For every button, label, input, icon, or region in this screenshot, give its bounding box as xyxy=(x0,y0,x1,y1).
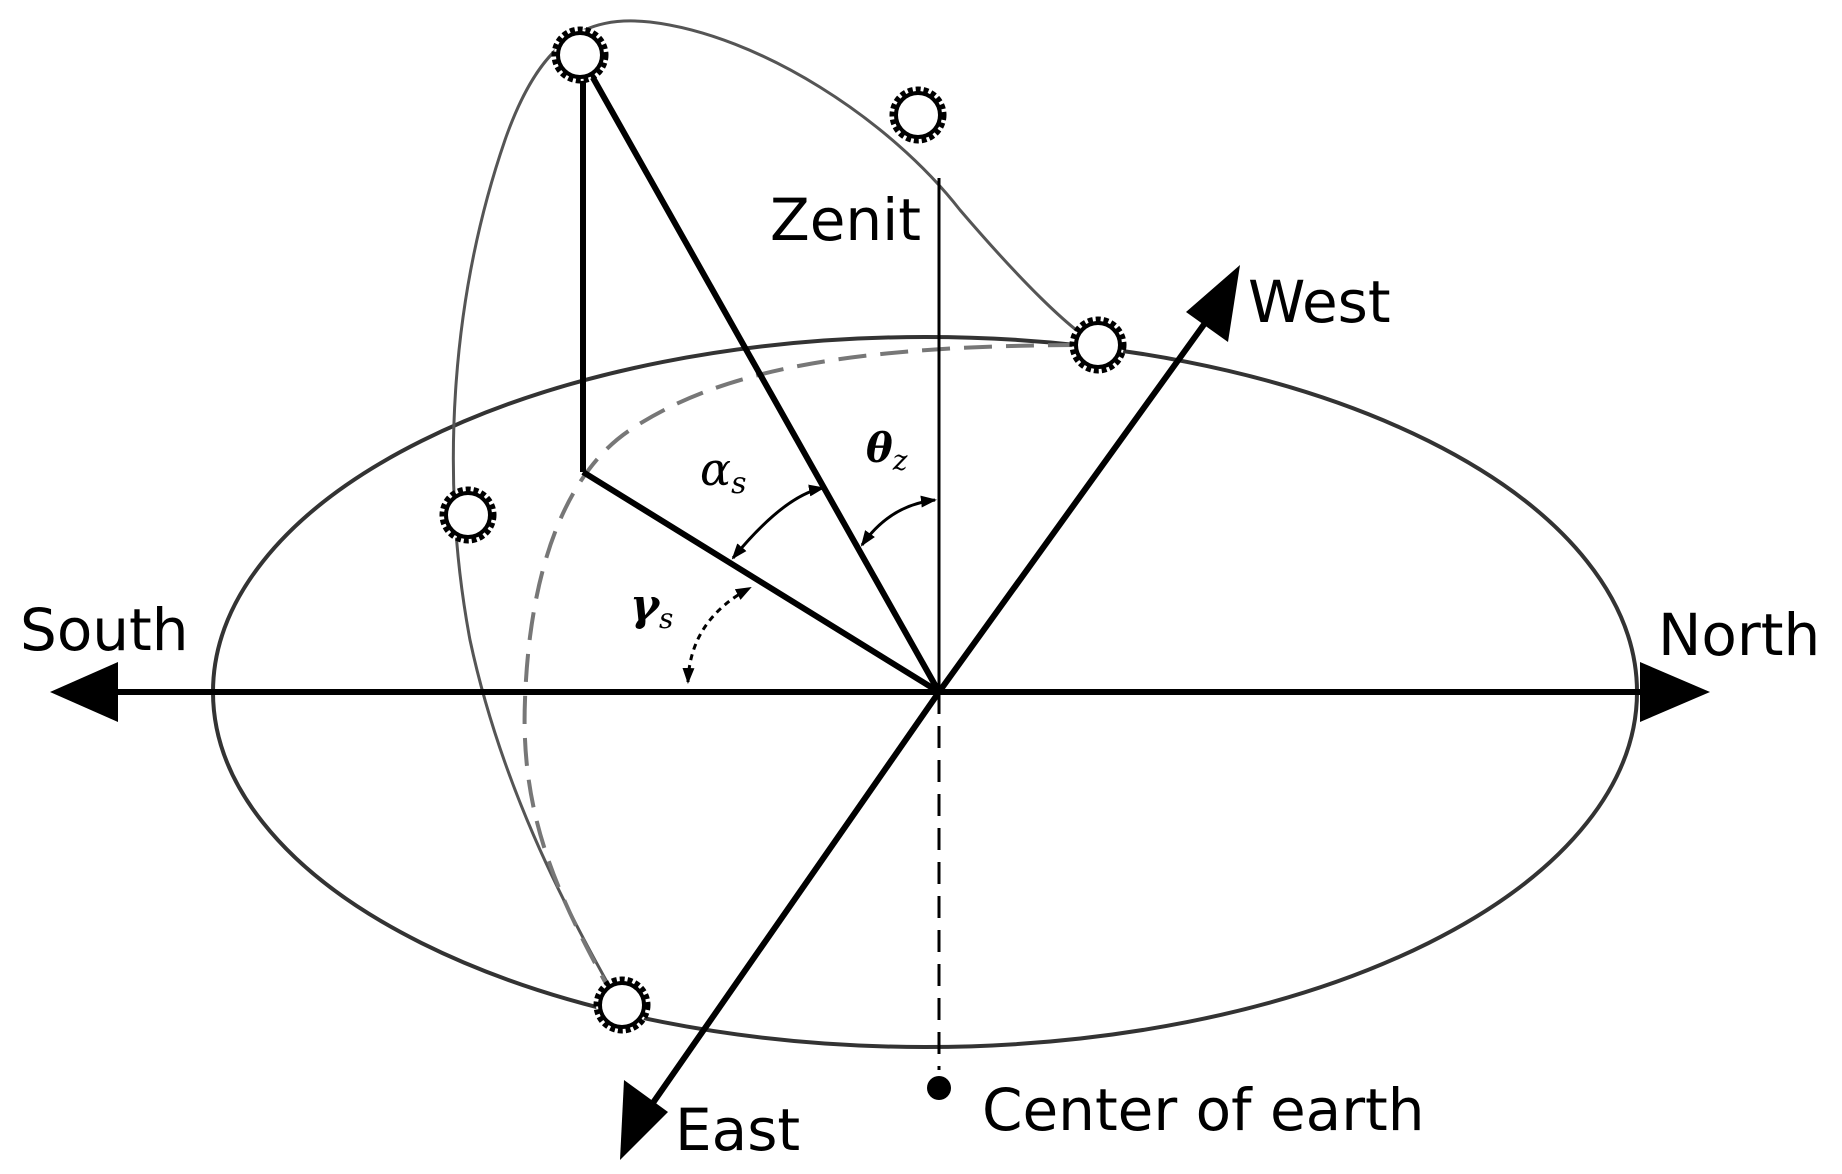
sun-icon xyxy=(442,489,494,541)
zenit-label: Zenit xyxy=(770,186,921,254)
alpha-arc xyxy=(731,484,825,560)
sun-projection-line xyxy=(581,469,941,695)
sun-path-projection xyxy=(522,343,1091,1001)
south-label: South xyxy=(20,596,189,664)
gamma-label: γs xyxy=(630,580,673,635)
sun-icon xyxy=(554,29,606,81)
west-label: West xyxy=(1248,268,1391,336)
west-axis xyxy=(936,303,1221,694)
alpha-label: αs xyxy=(700,442,746,501)
sun-icon xyxy=(596,979,648,1031)
theta-label: θz xyxy=(866,425,908,477)
sun-icon xyxy=(892,89,944,141)
south-arrowhead xyxy=(50,662,118,722)
west-arrowhead xyxy=(1186,265,1240,342)
east-axis xyxy=(645,690,942,1112)
east-label: East xyxy=(675,1096,800,1164)
center-of-earth-label: Center of earth xyxy=(982,1076,1425,1144)
north-arrowhead xyxy=(1640,662,1710,722)
sun-icon xyxy=(1072,319,1124,371)
gamma-arc xyxy=(682,586,752,684)
center-of-earth-dot xyxy=(927,1076,951,1100)
sun-path-arc xyxy=(451,19,1099,1006)
north-label: North xyxy=(1658,601,1820,669)
east-arrowhead xyxy=(620,1080,668,1160)
sun-ray-line xyxy=(580,58,942,694)
theta-arc xyxy=(860,495,937,547)
